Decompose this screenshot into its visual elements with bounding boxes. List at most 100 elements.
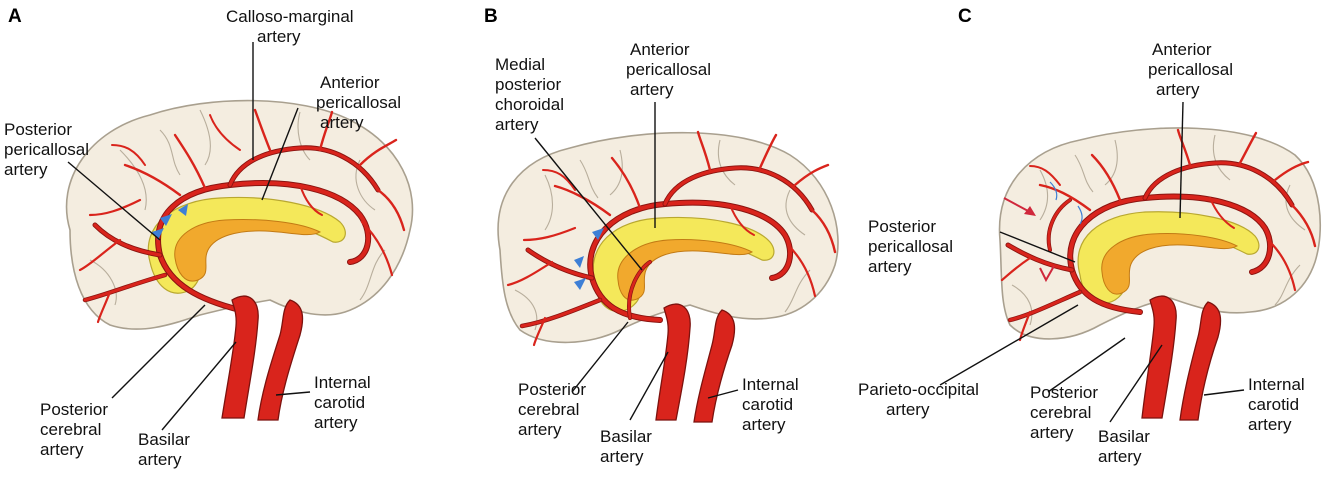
artery-branch bbox=[758, 133, 778, 170]
sulcus-line bbox=[1274, 264, 1301, 306]
leader-line bbox=[707, 389, 739, 399]
figure-mark bbox=[1003, 197, 1031, 213]
sulcus-line bbox=[514, 289, 538, 331]
panel-c: C bbox=[858, 6, 1322, 466]
label-line: Posterior bbox=[518, 380, 586, 399]
artery-branch bbox=[1273, 160, 1310, 182]
artery-branch bbox=[123, 163, 182, 197]
artery-branch bbox=[1038, 183, 1092, 212]
label-line: Basilar bbox=[138, 430, 190, 449]
label-line: pericallosal bbox=[868, 237, 953, 256]
artery-branch bbox=[532, 316, 547, 347]
label-line: choroidal bbox=[495, 95, 564, 114]
label-line: artery bbox=[495, 115, 539, 134]
label-line: pericallosal bbox=[316, 93, 401, 112]
artery-branch bbox=[1029, 165, 1061, 186]
sulcus-line bbox=[119, 149, 147, 211]
label-line: artery bbox=[314, 413, 358, 432]
label-line: artery bbox=[518, 420, 562, 439]
leader-line bbox=[629, 351, 669, 421]
sulcus-line bbox=[579, 159, 599, 199]
label-line: artery bbox=[742, 415, 786, 434]
label-line: Parieto-occipital bbox=[858, 380, 979, 399]
sulcus-line bbox=[609, 149, 623, 196]
artery-branch bbox=[358, 138, 398, 167]
label-line: artery bbox=[630, 80, 674, 99]
label-callosomarginal-a: Calloso-marginal artery bbox=[226, 7, 354, 46]
blue-arrowhead bbox=[592, 228, 604, 240]
label-line: Posterior bbox=[868, 217, 936, 236]
blue-arrowhead bbox=[160, 214, 172, 226]
label-posterior-pericallosal-a: Posterior pericallosal artery bbox=[4, 120, 89, 179]
label-posterior-cerebral-a: Posterior cerebral artery bbox=[40, 400, 108, 459]
label-line: pericallosal bbox=[1148, 60, 1233, 79]
sulcus-line bbox=[1074, 154, 1094, 193]
leader-lines-a bbox=[67, 42, 311, 431]
label-line: Internal bbox=[314, 373, 371, 392]
artery-branch bbox=[810, 208, 837, 254]
sulci-b bbox=[514, 139, 811, 331]
leader-line bbox=[67, 161, 161, 241]
sulcus-line bbox=[1039, 169, 1049, 221]
artery-branch bbox=[96, 290, 112, 324]
figure-mark bbox=[1024, 206, 1036, 216]
label-basilar-b: Basilar artery bbox=[600, 427, 652, 466]
label-line: Posterior bbox=[4, 120, 72, 139]
label-parieto-occipital-c: Parieto-occipital artery bbox=[858, 380, 979, 419]
label-line: pericallosal bbox=[4, 140, 89, 159]
artery-branch bbox=[78, 238, 122, 272]
artery-branch bbox=[1008, 290, 1082, 322]
label-line: Anterior bbox=[1152, 40, 1212, 59]
panel-b: B bbox=[484, 6, 839, 466]
red-v-mark-c bbox=[1039, 265, 1055, 283]
leader-lines-c bbox=[939, 101, 1245, 423]
sulcus-line bbox=[544, 174, 554, 231]
artery-branch bbox=[83, 273, 167, 302]
sulcus-line bbox=[1285, 184, 1306, 231]
blue-arrowheads-a bbox=[152, 204, 188, 240]
figure-mark bbox=[1049, 181, 1058, 201]
artery-branch bbox=[1047, 198, 1072, 252]
label-line: Posterior bbox=[1030, 383, 1098, 402]
basilar-trunk-a bbox=[221, 295, 259, 419]
label-line: artery bbox=[886, 400, 930, 419]
blue-arrowheads-b bbox=[574, 228, 604, 290]
panel-letter-c: C bbox=[958, 6, 972, 27]
red-arrow-c bbox=[1003, 197, 1036, 216]
blue-arrowhead bbox=[152, 228, 164, 240]
label-line: cerebral bbox=[40, 420, 101, 439]
artery-branch bbox=[1209, 197, 1235, 229]
label-line: pericallosal bbox=[626, 60, 711, 79]
artery-branch bbox=[360, 220, 394, 277]
artery-branch bbox=[506, 260, 554, 287]
basilar-trunk-b bbox=[655, 303, 691, 421]
panel-letter-a: A bbox=[8, 6, 22, 27]
label-line: Anterior bbox=[320, 73, 380, 92]
label-internal-carotid-c: Internal carotid artery bbox=[1248, 375, 1305, 434]
sulcus-line bbox=[717, 139, 736, 186]
label-line: artery bbox=[1156, 80, 1200, 99]
artery-branch bbox=[88, 198, 142, 217]
label-line: artery bbox=[1030, 423, 1074, 442]
label-line: cerebral bbox=[518, 400, 579, 419]
fornix-a bbox=[174, 219, 322, 282]
label-line: artery bbox=[1098, 447, 1142, 466]
label-anterior-pericallosal-c: Anterior pericallosal artery bbox=[1148, 40, 1233, 99]
artery-branch bbox=[542, 169, 576, 191]
artery-branch bbox=[663, 166, 814, 212]
sulcus-line bbox=[89, 259, 117, 306]
blue-arrowhead bbox=[574, 278, 586, 290]
sulcus-line bbox=[199, 109, 211, 166]
label-line: Basilar bbox=[600, 427, 652, 446]
label-line: artery bbox=[1248, 415, 1292, 434]
label-line: Internal bbox=[742, 375, 799, 394]
leader-line bbox=[1109, 344, 1163, 423]
label-line: posterior bbox=[495, 75, 561, 94]
artery-branch bbox=[1000, 256, 1032, 282]
sulcus-line bbox=[1011, 284, 1033, 326]
label-posterior-pericallosal-c: Posterior pericallosal artery bbox=[868, 217, 953, 276]
fornix-c bbox=[1101, 233, 1239, 295]
artery-branch bbox=[209, 114, 241, 151]
label-line: carotid bbox=[314, 393, 365, 412]
